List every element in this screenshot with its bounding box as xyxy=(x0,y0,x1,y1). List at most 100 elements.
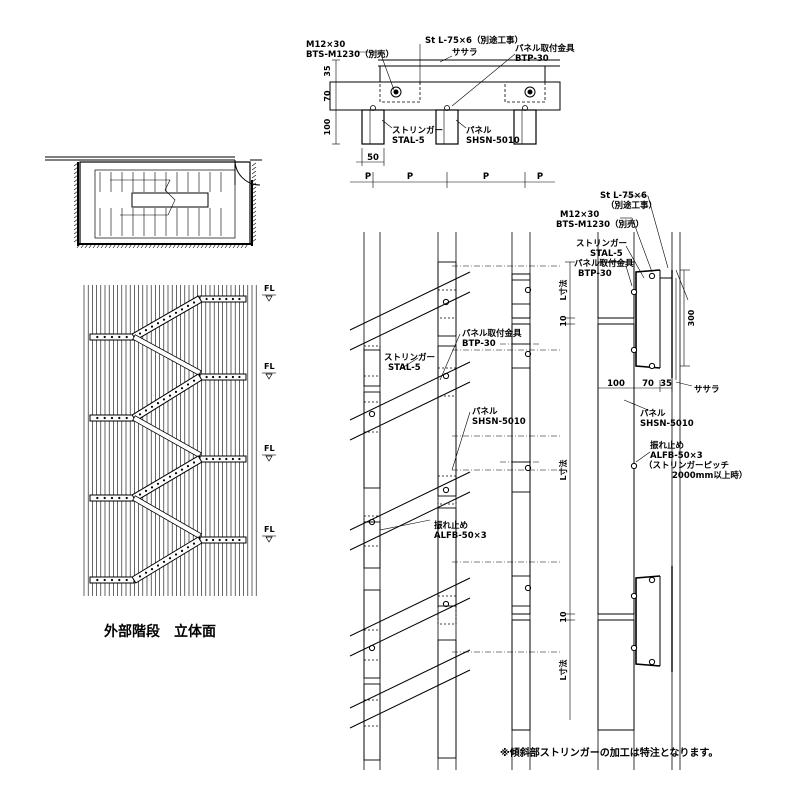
plan-hatch xyxy=(164,243,169,249)
plan-hatch xyxy=(251,198,257,203)
plan-hatch xyxy=(220,243,225,249)
panel-label: パネル xyxy=(466,125,492,136)
inclined-stringer-line xyxy=(349,649,471,709)
plan-hatch xyxy=(73,214,79,219)
plan-hatch xyxy=(100,243,105,249)
bolt-symbol xyxy=(648,576,656,584)
bolt-symbol xyxy=(524,350,532,358)
panel-segment xyxy=(511,343,531,369)
stringer-hole xyxy=(118,416,121,420)
stringer-hole xyxy=(231,375,234,379)
pitch-p: P xyxy=(537,172,543,182)
stringer-hole xyxy=(162,479,166,482)
inclined-stringer-line xyxy=(349,381,471,441)
stringer-hole xyxy=(218,538,221,542)
plan-hatch xyxy=(251,210,257,215)
gap-10: 10 xyxy=(559,315,568,327)
plan-hatch xyxy=(192,243,197,249)
bolt-symbol xyxy=(630,346,638,354)
stringer-hole xyxy=(205,297,208,301)
plan-hatch xyxy=(251,174,257,179)
stringer-hole xyxy=(192,542,196,545)
section-detail xyxy=(349,195,693,770)
left-brace-part: ALFB-50×3 xyxy=(434,531,487,541)
plan-hatch xyxy=(204,243,209,249)
plan-hatch xyxy=(128,243,133,249)
panel-segment xyxy=(363,349,381,387)
l-dimension: L寸法 xyxy=(558,659,568,680)
stringer-hole xyxy=(110,578,114,582)
back-stringer xyxy=(132,415,202,458)
left-panel-part: SHSN-5010 xyxy=(472,417,526,427)
bolt-symbol xyxy=(630,644,638,652)
bolt-symbol xyxy=(524,286,532,294)
stringer-hole xyxy=(218,457,221,461)
stringer-hole xyxy=(110,335,114,339)
sasara-label: ササラ xyxy=(452,48,478,58)
dim-70: 70 xyxy=(642,379,654,389)
sec-brace-note: （ストリンガーピッチ xyxy=(644,460,729,471)
stringer-hole xyxy=(174,553,178,556)
left-brace-label: 振れ止め xyxy=(434,520,468,531)
panel-segment xyxy=(511,279,531,305)
plan-hatch xyxy=(140,243,145,249)
stringer-hole xyxy=(174,390,178,393)
stringer-hole xyxy=(96,578,99,582)
panel-segment xyxy=(363,521,381,569)
plan-hatch xyxy=(251,226,257,231)
stringer-hole xyxy=(186,383,190,386)
inclined-stringer xyxy=(131,373,203,422)
panel-segment xyxy=(511,461,531,493)
plan-hatch xyxy=(251,178,257,183)
plan-hatch xyxy=(232,243,237,249)
pitch-p: P xyxy=(407,172,413,182)
stringer-hole xyxy=(186,546,190,549)
plan-hatch xyxy=(73,190,79,195)
landing-bar xyxy=(199,536,247,544)
stringer-hole xyxy=(162,560,166,563)
dim-35: 35 xyxy=(660,379,672,389)
plan-hatch xyxy=(73,230,79,235)
plan-hatch xyxy=(208,243,213,249)
pitch-p: P xyxy=(365,172,371,182)
plan-hatch xyxy=(96,243,101,249)
fl-triangle xyxy=(265,536,273,543)
plan-hatch xyxy=(116,243,121,249)
sec-sasara: ササラ xyxy=(694,385,720,395)
plan-hatch xyxy=(73,174,79,179)
inclined-stringer-line xyxy=(349,491,471,551)
stringer-hole xyxy=(180,549,184,553)
stringer-hole xyxy=(96,496,99,500)
inclined-stringer-line xyxy=(349,471,471,531)
stringer-hole xyxy=(212,297,215,301)
left-bracket-label: パネル取付金具 xyxy=(462,328,522,339)
stringer-hole xyxy=(205,457,208,461)
fl-marker: FL xyxy=(264,284,275,293)
stringer-hole xyxy=(125,416,128,420)
stringer-hole xyxy=(150,486,154,489)
left-stringer-label: ストリンガー xyxy=(384,352,435,363)
sec-bracket-part: BTP-30 xyxy=(578,269,612,279)
inclined-stringer-line xyxy=(349,271,471,331)
dim-50: 50 xyxy=(367,153,379,163)
stringer-hole xyxy=(168,557,172,560)
plan-hatch xyxy=(156,243,161,249)
stringer-hole xyxy=(225,297,228,301)
plan-hatch xyxy=(251,194,257,199)
plan-hatch xyxy=(188,243,193,249)
bolt-symbol xyxy=(442,600,450,608)
plan-hatch xyxy=(132,243,137,249)
plan-hatch xyxy=(251,214,257,219)
stringer-hole xyxy=(110,416,114,420)
stringer-label: ストリンガー xyxy=(392,125,443,136)
plan-hatch xyxy=(73,182,79,187)
plan-hatch xyxy=(73,170,79,175)
inclined-stringer-line xyxy=(349,669,471,729)
plan-hatch xyxy=(104,243,109,249)
stringer-hole xyxy=(103,335,106,339)
bolt-symbol xyxy=(648,362,656,370)
stringer-hole xyxy=(205,375,208,379)
stringer-hole xyxy=(238,375,241,379)
bolt-symbol xyxy=(630,462,638,470)
stringer-hole xyxy=(144,409,148,412)
